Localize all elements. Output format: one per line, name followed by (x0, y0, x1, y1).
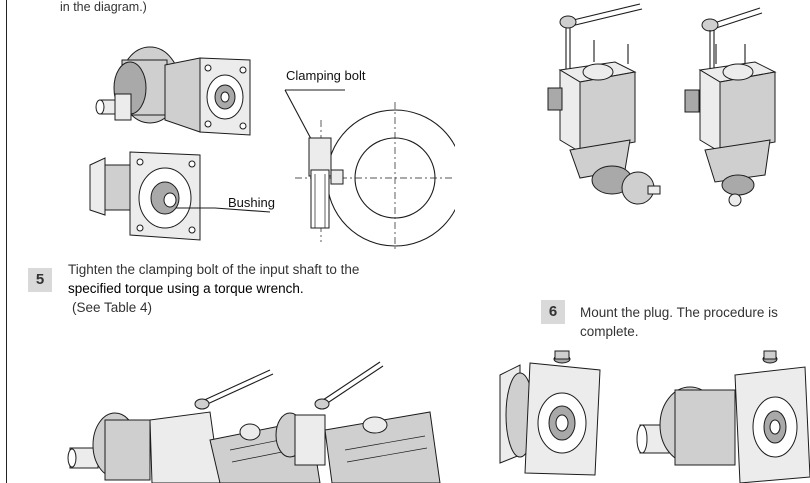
reducer-lower-drawing (89, 151, 215, 241)
gearhead-clamp-illustration (89, 46, 345, 241)
step-6-badge: 6 (541, 300, 565, 324)
step-6-plug-illustration (499, 350, 810, 483)
bushing-label: Bushing (228, 195, 275, 210)
step-5-torque-illustration (67, 361, 441, 483)
step-5-line-1: Tighten the clamping bolt of the input s… (68, 262, 360, 277)
motor-wrench-illustration (547, 3, 777, 207)
clamp-cross-section-diagram (295, 102, 455, 250)
step-6-instructions: Mount the plug. The procedure is complet… (580, 305, 778, 339)
intro-text: in the diagram.) (60, 0, 147, 14)
clamping-bolt-label: Clamping bolt (286, 68, 366, 83)
page-left-border (6, 0, 7, 483)
step-5-instructions: Tighten the clamping bolt of the input s… (68, 260, 488, 317)
step-5-badge: 5 (28, 268, 52, 292)
step-5-line-3: (See Table 4) (72, 300, 153, 315)
reducer-upper-drawing (95, 46, 251, 136)
step-5-line-2: specified torque using a torque wrench. (68, 281, 304, 296)
